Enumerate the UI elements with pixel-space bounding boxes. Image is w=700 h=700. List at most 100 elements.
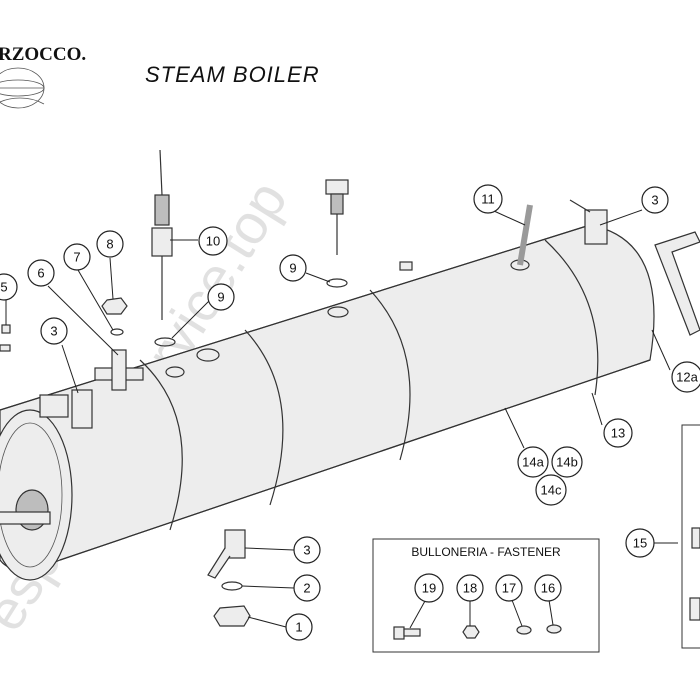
callout-5: 5: [0, 273, 18, 301]
kit-15-part-a: [691, 527, 700, 549]
svg-text:18: 18: [463, 581, 477, 596]
washer-17: [516, 625, 532, 635]
svg-text:11: 11: [481, 192, 495, 207]
boiler-band-2: [244, 329, 284, 506]
svg-text:1: 1: [295, 620, 302, 635]
callout-14c: 14c: [535, 474, 567, 506]
callout-10: 10: [198, 226, 228, 256]
tee-fitting-stem: [111, 349, 127, 391]
valve-head: [325, 179, 349, 195]
svg-text:6: 6: [37, 266, 44, 281]
callout-14a: 14a: [517, 446, 549, 478]
svg-text:3: 3: [651, 193, 658, 208]
brand-name: RZOCCO.: [0, 44, 86, 65]
svg-text:16: 16: [541, 581, 555, 596]
svg-text:3: 3: [303, 543, 310, 558]
logo-swoosh: [0, 97, 45, 105]
callout-17: 17: [495, 574, 523, 602]
callout-9-top: 9: [279, 254, 307, 282]
boiler-band-1: [139, 359, 183, 531]
probe-gasket: [154, 337, 176, 347]
fastener-box: [372, 538, 600, 653]
nut-8: [101, 297, 128, 315]
boiler-end-cap-rim: [0, 422, 63, 568]
bolt-19-head: [393, 626, 405, 640]
svg-text:8: 8: [106, 237, 113, 252]
callout-16: 16: [534, 574, 562, 602]
drain-assembly: [207, 529, 251, 627]
valve-gasket-9: [326, 278, 348, 288]
mounting-bracket: [654, 231, 700, 336]
brand-logo: RZOCCO.: [0, 44, 86, 109]
callout-14b: 14b: [551, 446, 583, 478]
callout-11: 11: [473, 184, 503, 214]
callout-6: 6: [27, 259, 55, 287]
bolt-19-shank: [403, 628, 421, 637]
callout-19: 19: [414, 573, 444, 603]
svg-text:15: 15: [633, 536, 647, 551]
callout-13: 13: [603, 418, 633, 448]
boiler-port-b: [196, 348, 220, 362]
boiler-shell: [0, 224, 655, 571]
diagram-title: STEAM BOILER: [145, 62, 320, 87]
boiler-band-3: [369, 289, 411, 461]
fitting-left-block: [39, 394, 69, 418]
callout-7: 7: [63, 243, 91, 271]
callout-9-left: 9: [207, 283, 235, 311]
svg-text:14c: 14c: [541, 483, 562, 498]
drain-fitting-3: [224, 529, 246, 559]
svg-text:14b: 14b: [556, 455, 578, 470]
probe-wire: [159, 149, 163, 196]
svg-text:9: 9: [289, 261, 296, 276]
callout-3-right: 3: [641, 186, 669, 214]
fitting-3-right-arm: [569, 199, 591, 213]
svg-text:2: 2: [303, 581, 310, 596]
svg-text:12a: 12a: [676, 370, 698, 385]
fastener-parts: [393, 624, 562, 640]
boiler-bottom-edge: [59, 359, 651, 561]
boiler-port-a: [165, 366, 185, 378]
kit-15-part-b: [689, 597, 700, 621]
svg-text:10: 10: [206, 234, 220, 249]
callout-1: 1: [285, 613, 313, 641]
callout-15: 15: [625, 528, 655, 558]
boiler-port-c: [327, 306, 349, 318]
pipe-11: [517, 204, 533, 266]
boiler-tab: [399, 261, 413, 271]
svg-text:14a: 14a: [522, 455, 544, 470]
svg-text:17: 17: [502, 581, 516, 596]
callout-18: 18: [456, 574, 484, 602]
safety-valve: [325, 179, 349, 255]
svg-text:13: 13: [611, 426, 625, 441]
probe-assembly: [151, 149, 173, 320]
svg-text:7: 7: [73, 250, 80, 265]
nut-18: [462, 625, 480, 639]
svg-text:3: 3: [50, 324, 57, 339]
fastener-box-title: BULLONERIA - FASTENER: [411, 545, 561, 559]
boiler-body: [0, 224, 655, 581]
drain-handle: [207, 547, 231, 579]
heating-element-rod: [0, 511, 51, 525]
fitting-3-right: [584, 209, 608, 245]
drain-nut-1: [213, 605, 251, 627]
callout-3-bottom: 3: [293, 536, 321, 564]
probe-body: [151, 227, 173, 257]
svg-text:9: 9: [217, 290, 224, 305]
drain-washer-2: [221, 581, 243, 591]
svg-text:5: 5: [0, 280, 7, 295]
callout-12a: 12a: [671, 361, 700, 393]
callout-8: 8: [96, 230, 124, 258]
callout-3-left: 3: [40, 317, 68, 345]
kit-15-box: [681, 424, 700, 649]
valve-nut: [330, 193, 344, 215]
probe-connector: [154, 194, 170, 226]
svg-text:19: 19: [422, 581, 436, 596]
washer-7: [110, 328, 124, 336]
callout-2: 2: [293, 574, 321, 602]
part-5-clip: [0, 344, 11, 352]
boiler-band-4: [544, 239, 599, 396]
fitting-3-left: [71, 389, 93, 429]
washer-16: [546, 624, 562, 634]
part-5-screw: [1, 324, 11, 334]
